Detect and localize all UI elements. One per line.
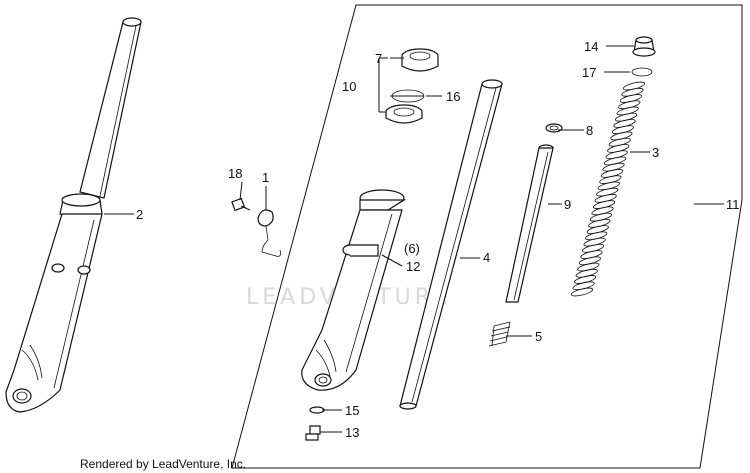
- label-part-4: 4: [483, 250, 490, 265]
- label-part-1: 1: [262, 170, 269, 185]
- part-labels: 2 18 1 7 10 16 8 3 9 4 5 (6) 12 14 17 11…: [136, 39, 740, 440]
- spring-coil: [575, 268, 598, 278]
- render-credit: Rendered by LeadVenture, Inc.: [80, 457, 246, 471]
- label-part-12: 12: [406, 259, 420, 274]
- label-part-11: 11: [726, 197, 740, 212]
- label-part-18: 18: [228, 166, 242, 181]
- spring-coil: [570, 287, 594, 297]
- label-part-13: 13: [345, 425, 359, 440]
- spring-coil: [591, 206, 614, 216]
- assembly-frame: [231, 4, 743, 469]
- label-part-6: (6): [404, 241, 420, 256]
- spring-coil: [596, 187, 619, 197]
- spring-coil: [600, 169, 624, 178]
- spring-coil: [578, 256, 601, 266]
- label-part-14: 14: [584, 39, 598, 54]
- spring-coil: [608, 137, 631, 147]
- spring-coil: [621, 87, 644, 97]
- o-ring-17-drawing: [631, 67, 653, 77]
- spring-coil: [615, 112, 638, 122]
- bolt-18-drawing: [231, 197, 251, 212]
- fork-pipe-4-drawing: [399, 79, 503, 410]
- spring-coil: [585, 231, 608, 241]
- fork-assembly-drawing: [5, 17, 142, 413]
- spring-coil: [577, 262, 600, 272]
- bracket-1-drawing: [257, 209, 281, 257]
- spring-coil: [618, 100, 641, 110]
- piston-ring-8-drawing: [545, 123, 563, 133]
- spring-coil: [574, 275, 597, 284]
- spring-coil: [588, 218, 611, 228]
- spring-coil: [581, 243, 605, 253]
- spring-coil: [589, 212, 613, 222]
- label-part-9: 9: [564, 197, 571, 212]
- label-part-16: 16: [446, 89, 460, 104]
- fork-piston-9-drawing: [505, 144, 554, 303]
- fork-spring-3-drawing: [570, 81, 646, 297]
- spring-coil: [611, 125, 635, 135]
- fork-cap-14-drawing: [632, 36, 656, 57]
- leader-lines: [104, 45, 724, 433]
- label-part-15: 15: [345, 403, 359, 418]
- spring-coil: [613, 119, 636, 128]
- label-part-3: 3: [652, 145, 659, 160]
- spring-coil: [602, 162, 625, 172]
- spring-coil: [605, 150, 628, 160]
- spring-coil: [619, 94, 642, 103]
- label-part-2: 2: [136, 207, 143, 222]
- spring-coil: [580, 250, 603, 259]
- oil-seal-7-drawing: [401, 48, 439, 72]
- washer-15-drawing: [309, 406, 325, 414]
- spring-coil: [603, 156, 627, 166]
- spring-coil: [583, 237, 606, 247]
- label-part-10: 10: [342, 79, 356, 94]
- spring-coil: [616, 106, 639, 116]
- spring-coil: [592, 200, 616, 209]
- spring-coil: [622, 81, 646, 91]
- label-part-5: 5: [535, 329, 542, 344]
- spring-coil: [607, 144, 630, 153]
- spring-coil: [572, 281, 595, 291]
- socket-bolt-13-drawing: [305, 425, 321, 441]
- spring-coil: [597, 181, 620, 191]
- label-part-7: 7: [375, 51, 382, 66]
- label-part-17: 17: [582, 65, 596, 80]
- seal-10-drawing: [385, 104, 423, 124]
- spring-coil: [599, 175, 622, 184]
- slider-12-drawing: [301, 189, 407, 391]
- rebound-spring-5-drawing: [488, 321, 511, 347]
- spring-coil: [594, 194, 617, 203]
- spring-coil: [586, 225, 609, 234]
- label-part-8: 8: [586, 123, 593, 138]
- spring-coil: [610, 131, 633, 141]
